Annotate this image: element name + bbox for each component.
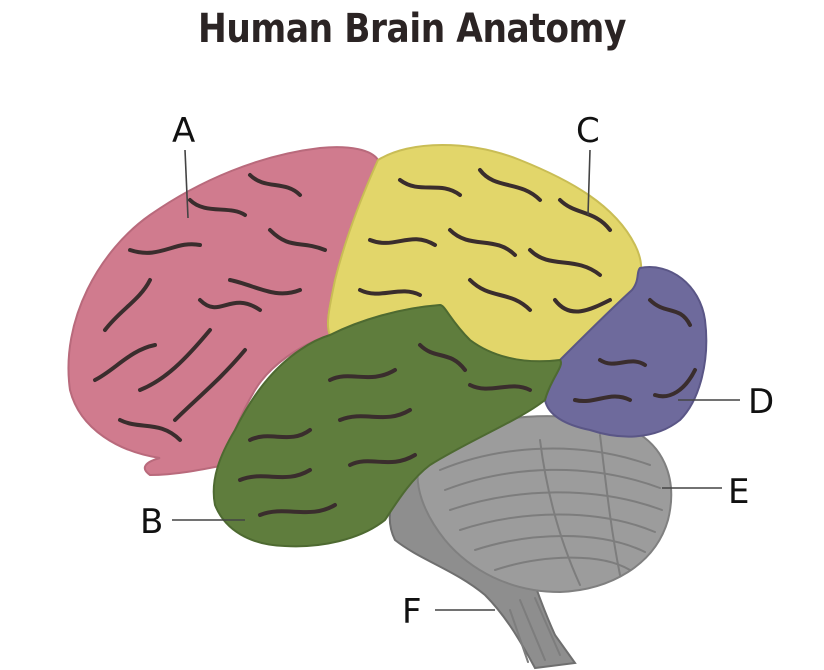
parietal-lobe-region bbox=[326, 144, 643, 363]
label-d: D bbox=[748, 382, 774, 422]
label-f: F bbox=[402, 592, 422, 632]
label-b: B bbox=[140, 502, 163, 542]
label-c: C bbox=[576, 111, 600, 151]
label-a: A bbox=[172, 111, 195, 151]
diagram-title: Human Brain Anatomy bbox=[198, 6, 626, 52]
cerebellum-region bbox=[416, 415, 673, 594]
leader-line-c bbox=[587, 149, 591, 216]
label-e: E bbox=[728, 472, 749, 512]
leader-line-a bbox=[184, 149, 189, 219]
frontal-lobe-region bbox=[67, 146, 380, 477]
temporal-lobe-region bbox=[212, 303, 562, 548]
occipital-lobe-region bbox=[543, 266, 708, 438]
